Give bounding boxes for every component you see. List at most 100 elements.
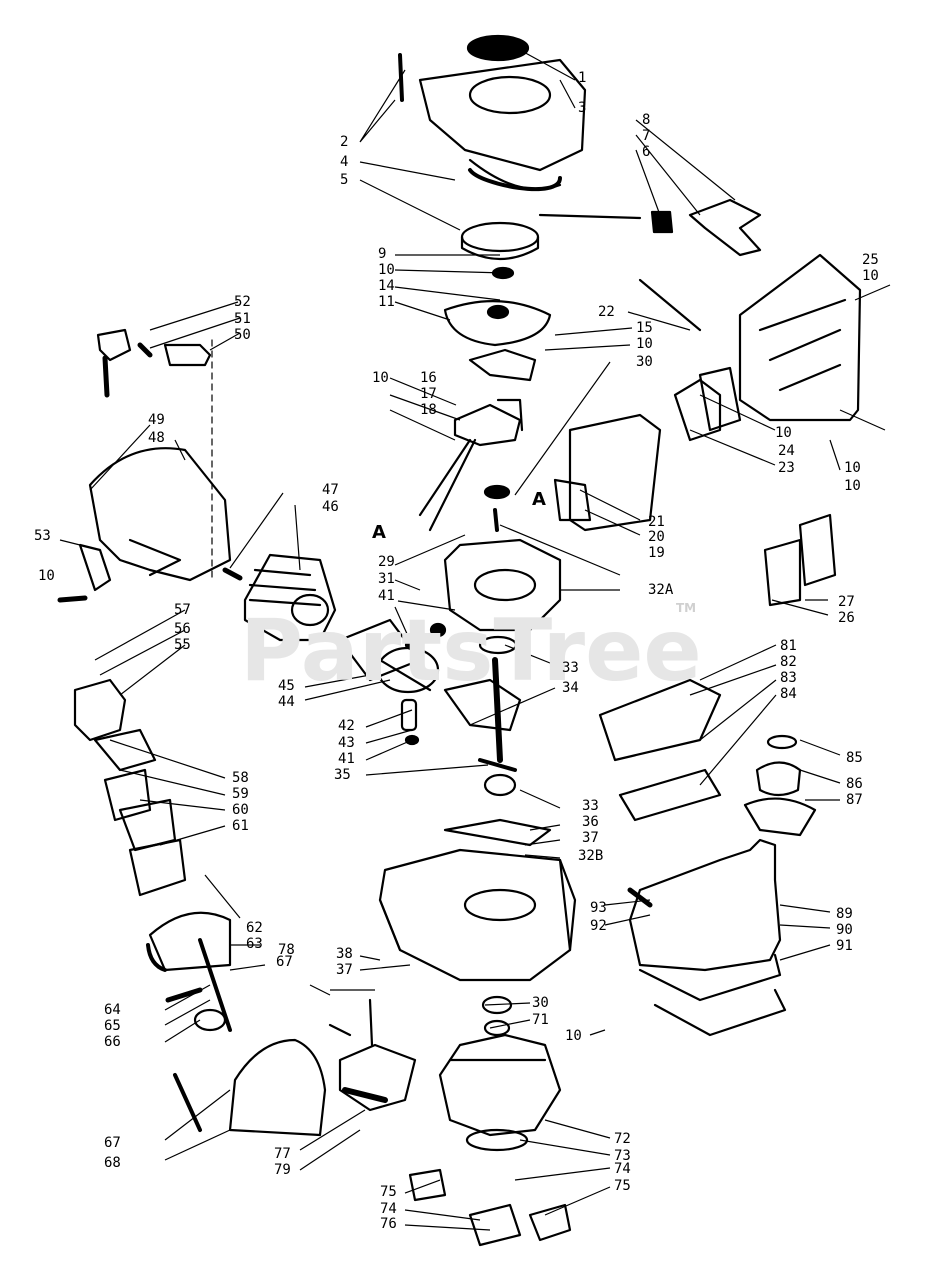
- spark-plug-part: [96, 328, 213, 581]
- part-number-label: 91: [836, 938, 853, 954]
- part-number-label: 33: [562, 660, 579, 676]
- part-number-label: 81: [780, 638, 797, 654]
- part-number-label: 4: [340, 154, 348, 170]
- part-number-label: 30: [636, 354, 653, 370]
- crankshaft-part: [443, 657, 522, 797]
- throttle-housing-part: [173, 1038, 327, 1137]
- part-number-label: 50: [234, 327, 251, 343]
- part-number-label: 56: [174, 621, 191, 637]
- part-number-label: 52: [234, 294, 251, 310]
- part-number-label: 58: [232, 770, 249, 786]
- part-number-label: 10: [38, 568, 55, 584]
- part-number-label: 27: [838, 594, 855, 610]
- part-number-label: 10: [636, 336, 653, 352]
- air-filter-cover-part: [146, 911, 232, 1032]
- part-number-label: 18: [420, 402, 437, 418]
- part-number-label: 37: [336, 962, 353, 978]
- flywheel-part: [438, 995, 562, 1152]
- part-number-label: 83: [780, 670, 797, 686]
- part-number-label: 29: [378, 554, 395, 570]
- flywheel-cover-part: [443, 266, 552, 382]
- part-number-label: 67: [276, 954, 293, 970]
- muffler-cover-part: [738, 253, 862, 422]
- part-number-label: 1: [578, 70, 586, 86]
- callout-letter: A: [372, 522, 386, 543]
- watermark-trademark: TM: [676, 601, 696, 615]
- part-number-label: 67: [104, 1135, 121, 1151]
- part-number-label: 74: [380, 1201, 397, 1217]
- part-number-label: 86: [846, 776, 863, 792]
- callout-letter: A: [532, 489, 546, 510]
- part-number-label: 90: [836, 922, 853, 938]
- part-number-label: 92: [590, 918, 607, 934]
- part-number-label: 63: [246, 936, 263, 952]
- part-number-label: 66: [104, 1034, 121, 1050]
- part-number-label: 15: [636, 320, 653, 336]
- part-number-labels: 1328764591014115251502215103025101016171…: [34, 70, 879, 1232]
- part-number-label: 24: [778, 443, 795, 459]
- part-number-label: 20: [648, 529, 665, 545]
- part-number-label: 23: [778, 460, 795, 476]
- starter-handle-part: [538, 198, 762, 257]
- watermark-text: PartsTree: [240, 601, 702, 701]
- part-number-label: 26: [838, 610, 855, 626]
- crankcase-lower-part: [378, 818, 577, 982]
- part-number-label: 45: [278, 678, 295, 694]
- part-number-label: 51: [234, 311, 251, 327]
- part-number-label: 10: [565, 1028, 582, 1044]
- part-number-label: 85: [846, 750, 863, 766]
- part-number-label: 14: [378, 278, 395, 294]
- part-number-label: 76: [380, 1216, 397, 1232]
- part-number-label: 46: [322, 499, 339, 515]
- part-number-label: 10: [862, 268, 879, 284]
- part-number-label: 43: [338, 735, 355, 751]
- part-number-label: 47: [322, 482, 339, 498]
- part-number-label: 62: [246, 920, 263, 936]
- part-number-label: 10: [378, 262, 395, 278]
- part-number-label: 35: [334, 767, 351, 783]
- part-number-label: 22: [598, 304, 615, 320]
- crankcase-upper-part: [443, 538, 562, 655]
- part-number-label: 30: [532, 995, 549, 1011]
- carburetor-part: [73, 678, 187, 897]
- part-number-label: 3: [578, 100, 586, 116]
- part-number-label: 75: [380, 1184, 397, 1200]
- cylinder-part: [222, 553, 337, 642]
- part-number-label: 17: [420, 386, 437, 402]
- part-number-label: 73: [614, 1148, 631, 1164]
- part-number-label: 57: [174, 602, 191, 618]
- part-number-label: 74: [614, 1161, 631, 1177]
- part-number-label: 16: [420, 370, 437, 386]
- part-number-label: 21: [648, 514, 665, 530]
- part-number-label: 36: [582, 814, 599, 830]
- part-number-label: 32A: [648, 582, 674, 598]
- part-number-label: 6: [642, 144, 650, 160]
- part-number-label: 5: [340, 172, 348, 188]
- part-number-label: 34: [562, 680, 579, 696]
- part-number-label: 78: [278, 942, 295, 958]
- part-number-label: 68: [104, 1155, 121, 1171]
- part-number-label: 53: [34, 528, 51, 544]
- muffler-part: [553, 278, 742, 532]
- part-number-label: 44: [278, 694, 295, 710]
- part-number-label: 82: [780, 654, 797, 670]
- part-number-label: 48: [148, 430, 165, 446]
- part-number-label: 32B: [578, 848, 603, 864]
- tank-shield-part: [598, 678, 722, 822]
- part-number-label: 25: [862, 252, 879, 268]
- recoil-housing-part: [398, 34, 587, 261]
- part-number-label: 55: [174, 637, 191, 653]
- part-number-label: 64: [104, 1002, 121, 1018]
- part-number-label: 9: [378, 246, 386, 262]
- fuel-cap-part: [743, 734, 817, 837]
- part-number-label: 10: [844, 478, 861, 494]
- ignition-module-part: [418, 398, 524, 532]
- part-number-label: 41: [378, 588, 395, 604]
- part-number-label: 84: [780, 686, 797, 702]
- part-number-label: 31: [378, 571, 395, 587]
- fuel-fitting-part: [328, 998, 417, 1112]
- part-number-label: 11: [378, 294, 395, 310]
- part-number-label: 10: [775, 425, 792, 441]
- part-number-label: 8: [642, 112, 650, 128]
